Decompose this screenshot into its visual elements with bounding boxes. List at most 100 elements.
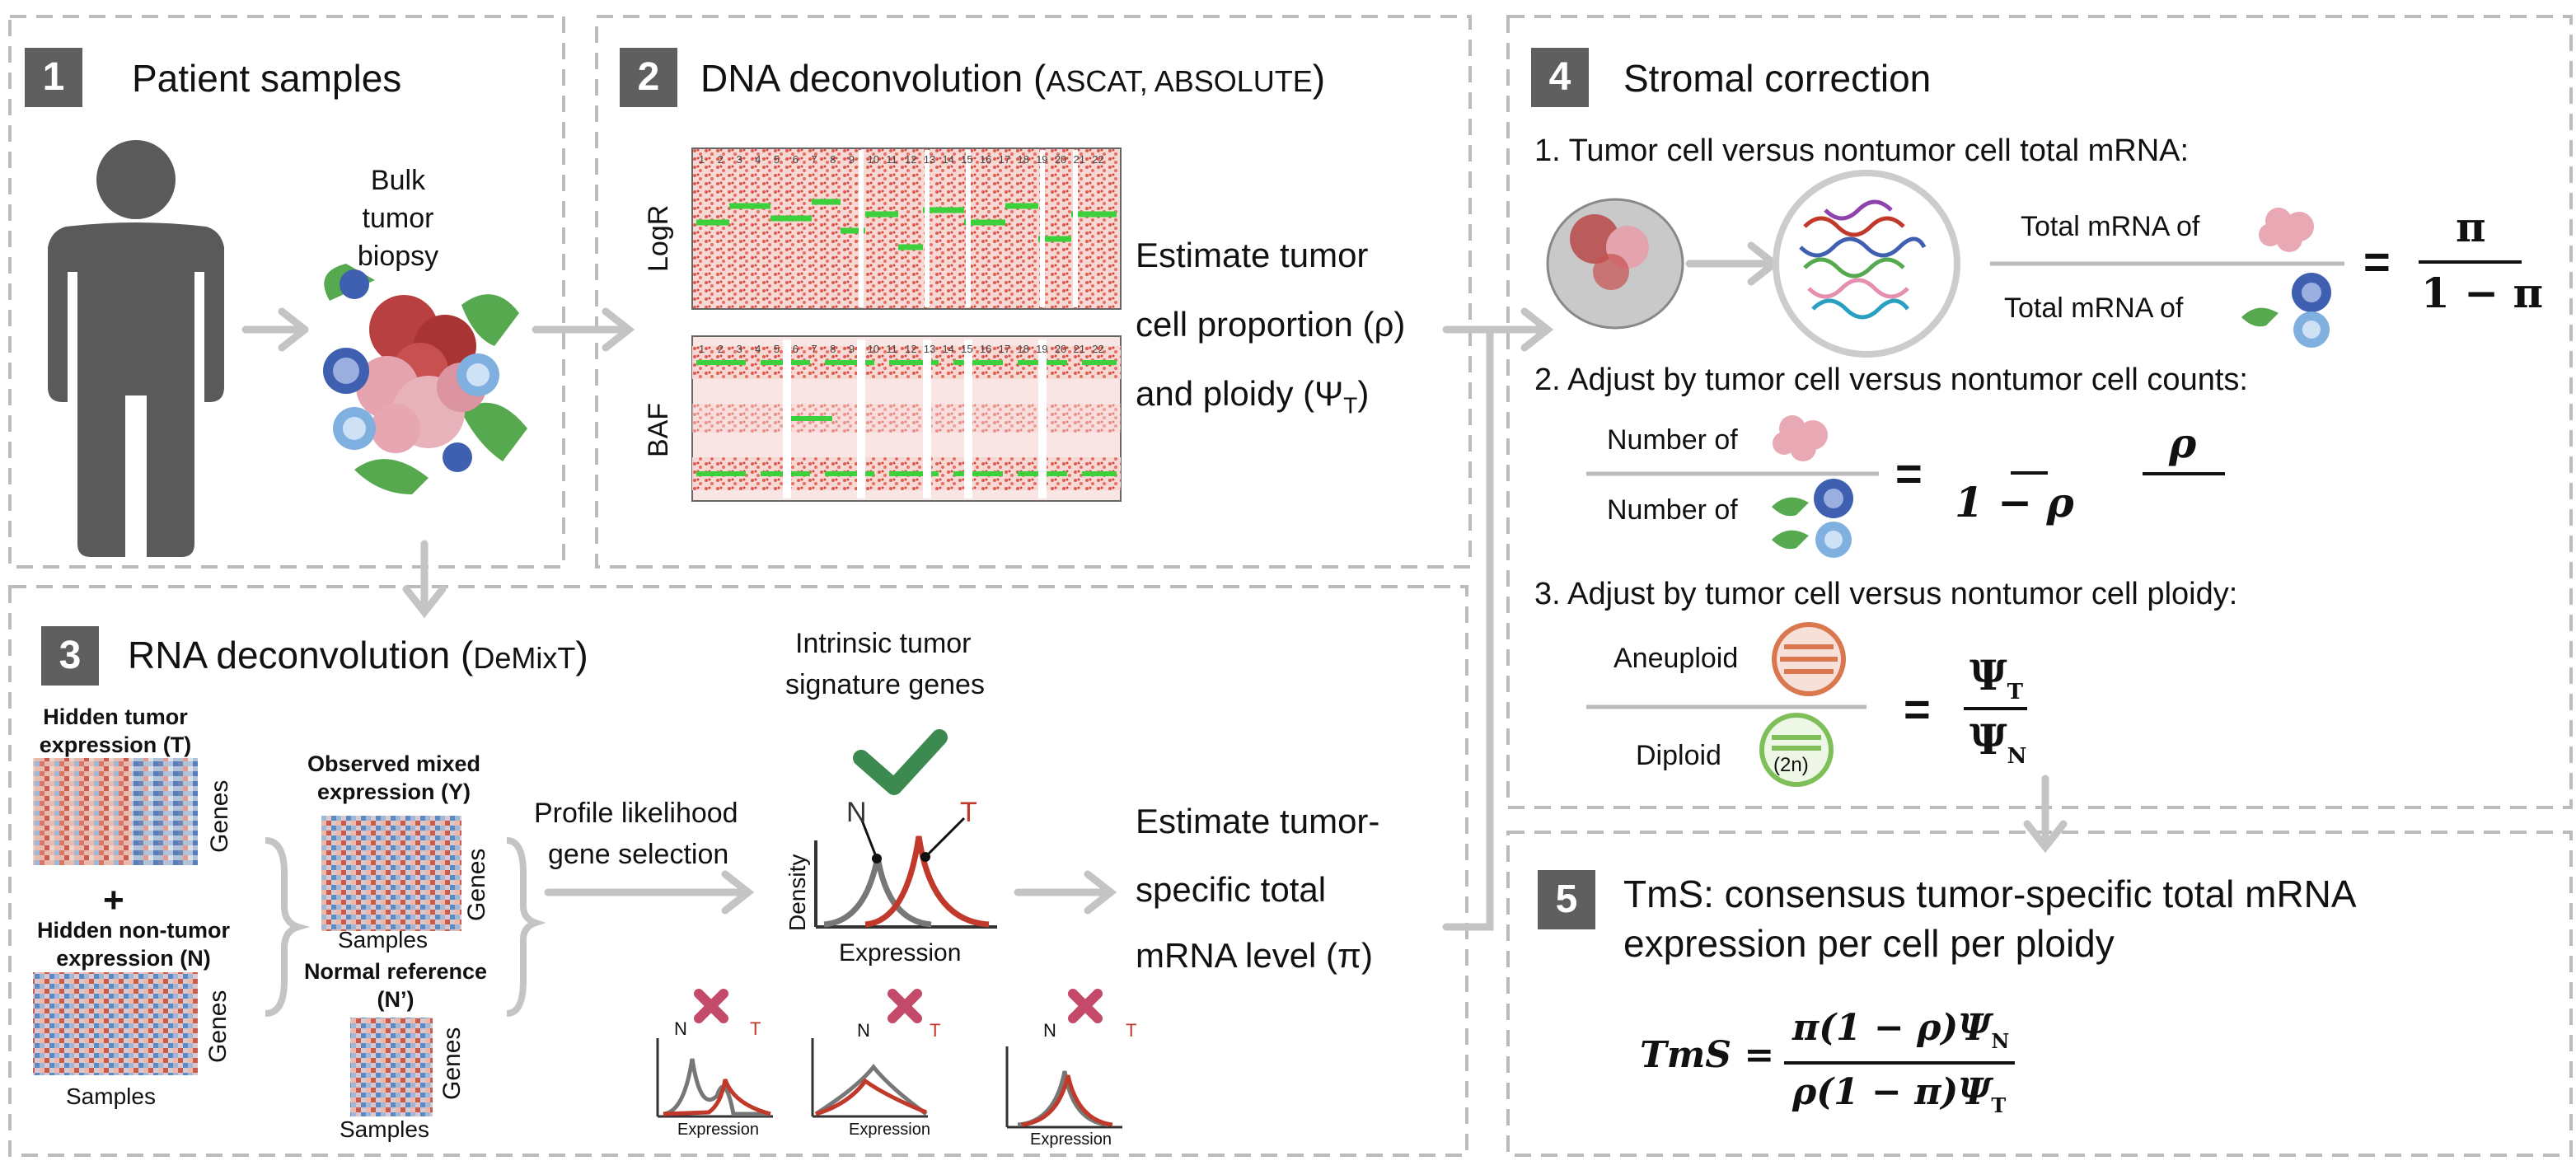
chromosome-label: 12 xyxy=(905,153,916,166)
chromosome-label: 9 xyxy=(849,153,855,166)
mrna-pool-icon xyxy=(1773,170,1960,358)
arrow-rna-to-stromal xyxy=(1442,325,1494,931)
panel-3-number: 3 xyxy=(41,626,99,686)
chromosome-label: 21 xyxy=(1074,343,1085,355)
density-plot-selected xyxy=(814,817,997,929)
panel-1-title: Patient samples xyxy=(132,57,402,100)
chromosome-label: 2 xyxy=(718,153,724,166)
panel-1-number: 1 xyxy=(25,48,82,107)
panel-3-title: RNA deconvolution (DeMixT) xyxy=(128,634,588,676)
dna-estimate-line-2: cell proportion (ρ) xyxy=(1136,305,1406,344)
hidden-tumor-label: Hidden tumor expression (T) xyxy=(39,704,192,757)
panel-borders xyxy=(8,15,2573,1157)
chromosome-label: 13 xyxy=(924,343,935,355)
normal-reference-label: Normal reference (N’) xyxy=(303,959,488,1012)
step-2-rhs-denominator: 1 − ρ xyxy=(1955,478,2074,526)
rej1-expression: Expression xyxy=(677,1121,759,1139)
chromosome-label: 8 xyxy=(830,153,836,166)
chromosome-label: 13 xyxy=(924,153,935,166)
rna-estimate-line-1: Estimate tumor- xyxy=(1136,802,1380,840)
panel-4-title: Stromal correction xyxy=(1623,57,1932,100)
chromosome-label: 21 xyxy=(1074,153,1085,166)
density-axis-label: Density xyxy=(785,854,810,931)
expression-axis-label: Expression xyxy=(839,939,962,966)
chromosome-label: 14 xyxy=(942,153,953,166)
hidden-nontumor-heatmap xyxy=(33,972,198,1075)
rna-estimate-line-2: specific total xyxy=(1136,870,1327,909)
biopsy-label: Bulk tumor biopsy xyxy=(357,165,439,272)
panel-1-border xyxy=(8,15,565,569)
genes-label-4: Genes xyxy=(438,1027,466,1100)
density-t-label: T xyxy=(960,797,977,828)
panel-4-border xyxy=(1506,15,2573,809)
chromosome-label: 5 xyxy=(774,343,780,355)
step-2-rhs-numerator: ρ xyxy=(2169,419,2197,467)
chromosome-label: 11 xyxy=(886,343,897,355)
chromosome-label: 20 xyxy=(1055,343,1066,355)
chromosome-label: 3 xyxy=(736,153,742,166)
grouping-braces xyxy=(265,837,546,1017)
chromosome-label: 4 xyxy=(755,343,761,355)
baf-plot xyxy=(691,335,1122,502)
chromosome-label: 11 xyxy=(886,153,897,166)
rna-estimate-line-3: mRNA level (π) xyxy=(1136,936,1374,975)
hidden-nontumor-label: Hidden non-tumor expression (N) xyxy=(37,918,230,971)
patient-silhouette-icon xyxy=(48,140,224,557)
fraction-lines xyxy=(1586,261,2344,709)
chromosome-label: 22 xyxy=(1092,343,1103,355)
panel-5-title-line-2: expression per cell per ploidy xyxy=(1623,922,2115,965)
chromosome-label: 1 xyxy=(699,343,705,355)
checkmark-icon xyxy=(853,729,948,795)
step-2-denominator: Number of xyxy=(1607,494,1738,526)
chromosome-label: 15 xyxy=(961,153,972,166)
aneuploid-nucleus-icon xyxy=(1772,622,1846,696)
nontumor-cell-icons xyxy=(1772,273,2331,558)
step-3-equals: = xyxy=(1904,683,1931,735)
genes-label-3: Genes xyxy=(463,848,490,921)
density-plots-rejected xyxy=(656,1038,1122,1129)
genes-label-2: Genes xyxy=(204,990,232,1063)
chromosome-label: 15 xyxy=(961,343,972,355)
baf-axis-label: BAF xyxy=(643,402,674,457)
chromosome-label: 1 xyxy=(699,153,705,166)
step-2-numerator: Number of xyxy=(1607,424,1738,456)
panel-2-title: DNA deconvolution (ASCAT, ABSOLUTE) xyxy=(700,57,1326,100)
chromosome-label: 10 xyxy=(868,343,879,355)
normal-reference-heatmap xyxy=(350,1018,433,1116)
step-2-label: 2. Adjust by tumor cell versus nontumor … xyxy=(1534,363,2248,397)
tms-formula-denominator: ρ(1 − π)ΨT xyxy=(1792,1071,2007,1117)
step-1-rhs-denominator: 1 − π xyxy=(2421,269,2544,317)
tms-formula-numerator: π(1 − ρ)ΨN xyxy=(1792,1007,2010,1053)
step-1-rhs-numerator: π xyxy=(2456,203,2486,251)
rej2-n: N xyxy=(857,1020,870,1041)
chromosome-label: 19 xyxy=(1036,153,1047,166)
profile-label-line-2: gene selection xyxy=(548,839,729,870)
rej1-n: N xyxy=(674,1018,687,1039)
rej2-t: T xyxy=(930,1020,941,1041)
chromosome-label: 16 xyxy=(980,153,991,166)
chromosome-label: 6 xyxy=(793,153,799,166)
intrinsic-label-line-2: signature genes xyxy=(785,669,985,700)
panel-3-border xyxy=(8,585,1468,1157)
step-3-numerator: Aneuploid xyxy=(1614,643,1739,674)
step-3-denominator: Diploid xyxy=(1636,740,1721,771)
panel-4-number: 4 xyxy=(1531,48,1589,107)
step-1-numerator: Total mRNA of xyxy=(2021,211,2200,242)
observed-mixed-heatmap xyxy=(321,816,461,931)
chromosome-label: 10 xyxy=(868,153,879,166)
flow-arrows xyxy=(241,241,2068,931)
step-1-equals: = xyxy=(2363,236,2391,288)
tms-formula-lhs: TmS = xyxy=(1640,1034,1775,1076)
panel-2-border xyxy=(595,15,1472,569)
samples-label-2: Samples xyxy=(338,927,428,952)
chromosome-label: 16 xyxy=(980,343,991,355)
panel-5-number: 5 xyxy=(1538,870,1595,929)
chromosome-label: 17 xyxy=(999,343,1010,355)
chromosome-label: 18 xyxy=(1017,153,1028,166)
tumor-tissue-icon xyxy=(1546,198,1684,330)
chromosome-label: 6 xyxy=(793,343,799,355)
rej3-t: T xyxy=(1126,1020,1137,1041)
profile-label-line-1: Profile likelihood xyxy=(534,798,738,829)
density-n-label: N xyxy=(846,797,867,828)
